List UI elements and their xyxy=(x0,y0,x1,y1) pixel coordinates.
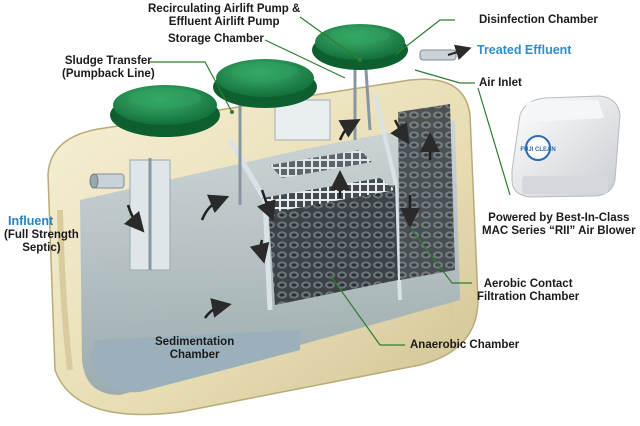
label-sludge-transfer: Sludge Transfer (Pumpback Line) xyxy=(62,55,155,80)
label-anaerobic-chamber: Anaerobic Chamber xyxy=(410,339,520,351)
media-grids xyxy=(262,150,395,212)
label-air-inlet: Air Inlet xyxy=(479,77,522,89)
lid-left xyxy=(110,85,220,137)
flow-arrows xyxy=(123,119,440,319)
label-recirculating-pump: Recirculating Airlift Pump & Effluent Ai… xyxy=(148,3,301,28)
anaerobic-media xyxy=(268,185,398,305)
label-powered-by: Powered by Best-In-Class MAC Series “RII… xyxy=(482,212,636,237)
leader-lines xyxy=(150,16,511,346)
air-blower: FUJI CLEAN xyxy=(511,95,621,198)
label-aerobic-chamber: Aerobic Contact Filtration Chamber xyxy=(477,278,580,303)
label-influent: Influent xyxy=(8,214,54,228)
label-storage-chamber: Storage Chamber xyxy=(168,33,264,45)
label-treated-effluent: Treated Effluent xyxy=(477,43,572,57)
influent-pipe xyxy=(89,173,125,189)
label-sedimentation-chamber: Sedimentation Chamber xyxy=(155,336,235,361)
blower-logo-icon xyxy=(525,135,551,161)
blower-logo-text: FUJI CLEAN xyxy=(520,147,555,153)
lid-middle xyxy=(213,59,317,108)
aerobic-media xyxy=(398,104,455,280)
lid-right xyxy=(312,24,408,70)
label-influent-sub: (Full Strength Septic) xyxy=(4,229,79,254)
label-disinfection-chamber: Disinfection Chamber xyxy=(479,14,598,26)
treated-effluent-arrow xyxy=(447,44,472,61)
